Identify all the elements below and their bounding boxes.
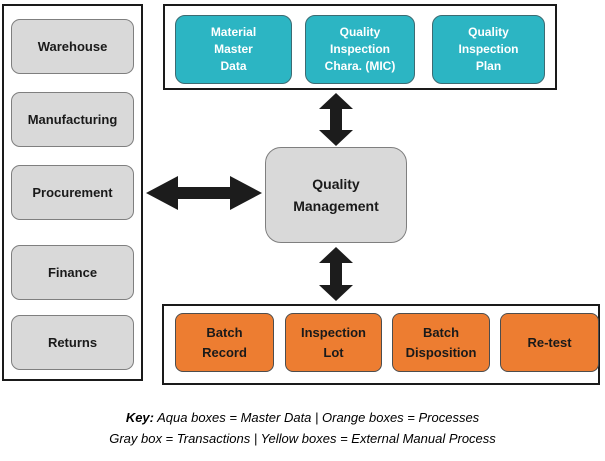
module-box-warehouse: Warehouse <box>11 19 134 74</box>
master-data-box-material-master-data: Material Master Data <box>175 15 292 84</box>
module-box-returns: Returns <box>11 315 134 370</box>
double-arrow-vertical-bottom-icon <box>319 247 353 301</box>
master-data-box-quality-inspection-mic: Quality Inspection Chara. (MIC) <box>305 15 415 84</box>
legend-line-1-text: Aqua boxes = Master Data | Orange boxes … <box>154 410 480 425</box>
process-box-re-test: Re-test <box>500 313 599 372</box>
master-data-box-quality-inspection-plan: Quality Inspection Plan <box>432 15 545 84</box>
legend: Key: Aqua boxes = Master Data | Orange b… <box>0 407 605 449</box>
process-box-batch-record: Batch Record <box>175 313 274 372</box>
double-arrow-vertical-top-icon <box>319 93 353 146</box>
modules-panel: Warehouse Manufacturing Procurement Fina… <box>2 4 143 381</box>
module-box-finance: Finance <box>11 245 134 300</box>
process-box-inspection-lot: Inspection Lot <box>285 313 382 372</box>
double-arrow-horizontal-icon <box>146 176 262 210</box>
process-box-batch-disposition: Batch Disposition <box>392 313 490 372</box>
legend-line-1: Key: Aqua boxes = Master Data | Orange b… <box>0 407 605 428</box>
legend-key-label: Key: <box>125 410 154 425</box>
master-data-panel: Material Master Data Quality Inspection … <box>163 4 557 90</box>
quality-management-box: Quality Management <box>265 147 407 243</box>
legend-line-2: Gray box = Transactions | Yellow boxes =… <box>109 431 496 446</box>
module-box-manufacturing: Manufacturing <box>11 92 134 147</box>
module-box-procurement: Procurement <box>11 165 134 220</box>
processes-panel: Batch Record Inspection Lot Batch Dispos… <box>162 304 600 385</box>
